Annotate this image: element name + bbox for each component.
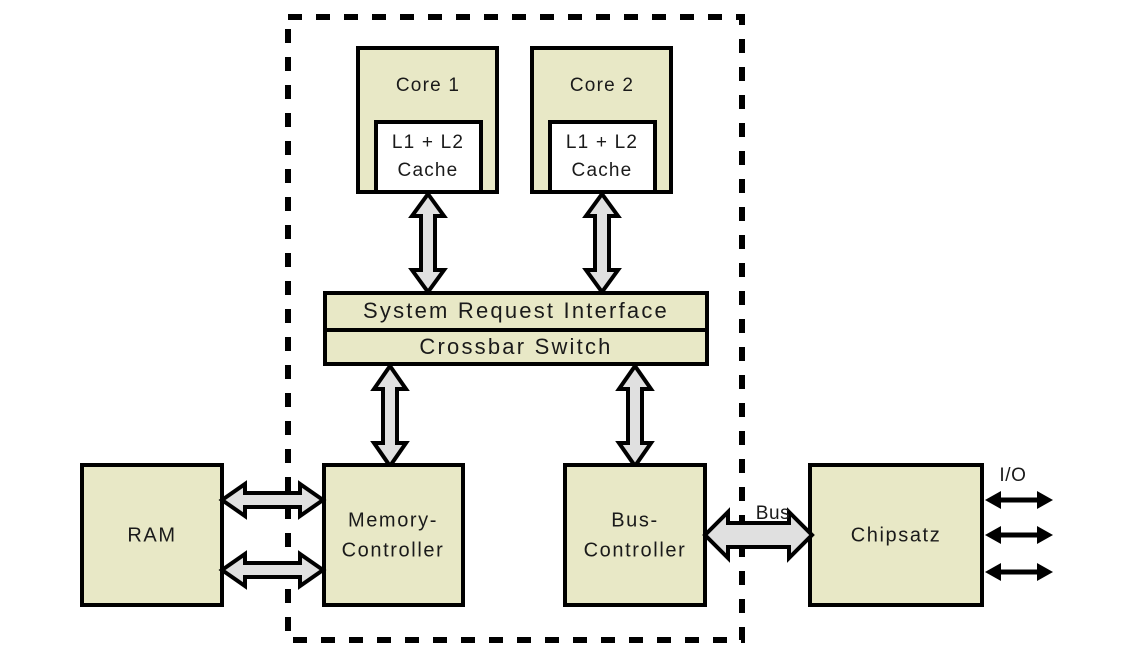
chipset-block[interactable]	[808, 463, 984, 607]
io-arrow-3-head-left	[985, 563, 1001, 581]
memory-controller-label-line2: Controller	[342, 539, 445, 561]
bus-connection-label: Bus	[756, 503, 791, 524]
core2-label: Core 2	[570, 75, 634, 96]
bus-controller-label-line1: Bus-	[611, 509, 659, 531]
arrow-ram-memory-controller-upper	[218, 480, 327, 520]
cpu-die-boundary	[285, 14, 745, 643]
bus-controller-label-line2: Controller	[584, 539, 687, 561]
system-request-interface-block[interactable]	[323, 291, 709, 332]
arrow-bus-controller-chipset	[702, 507, 815, 563]
crossbar-switch-block[interactable]	[323, 328, 709, 366]
cache1-label-line2: Cache	[398, 160, 459, 181]
arrow-crossbar-bus-controller	[615, 362, 655, 470]
cache2-label-line2: Cache	[572, 160, 633, 181]
crossbar-switch-label: Crossbar Switch	[419, 334, 612, 359]
ram-label: RAM	[127, 524, 176, 546]
io-arrow-2-head-right	[1037, 526, 1053, 544]
system-request-interface-label: System Request Interface	[363, 298, 669, 323]
cache2-label-line1: L1 + L2	[566, 132, 638, 153]
cache1-label-line1: L1 + L2	[392, 132, 464, 153]
io-arrow-1-head-right	[1037, 491, 1053, 509]
cache1-block[interactable]	[374, 120, 483, 194]
memory-controller-block[interactable]	[322, 463, 465, 607]
io-arrow-3-head-right	[1037, 563, 1053, 581]
cache2-block[interactable]	[548, 120, 657, 194]
io-connection-label: I/O	[999, 465, 1026, 486]
core1-label: Core 1	[396, 75, 460, 96]
memory-controller-label-line1: Memory-	[348, 509, 438, 531]
ram-block[interactable]	[80, 463, 224, 607]
io-arrow-2-head-left	[985, 526, 1001, 544]
arrow-crossbar-memory-controller	[370, 362, 410, 470]
arrow-cache2-sri	[582, 190, 622, 296]
chipset-label: Chipsatz	[851, 524, 942, 546]
arrow-cache1-sri	[408, 190, 448, 296]
io-arrow-1-head-left	[985, 491, 1001, 509]
io-arrow-group	[985, 491, 1053, 581]
bus-controller-block[interactable]	[563, 463, 707, 607]
arrow-ram-memory-controller-lower	[218, 550, 327, 590]
